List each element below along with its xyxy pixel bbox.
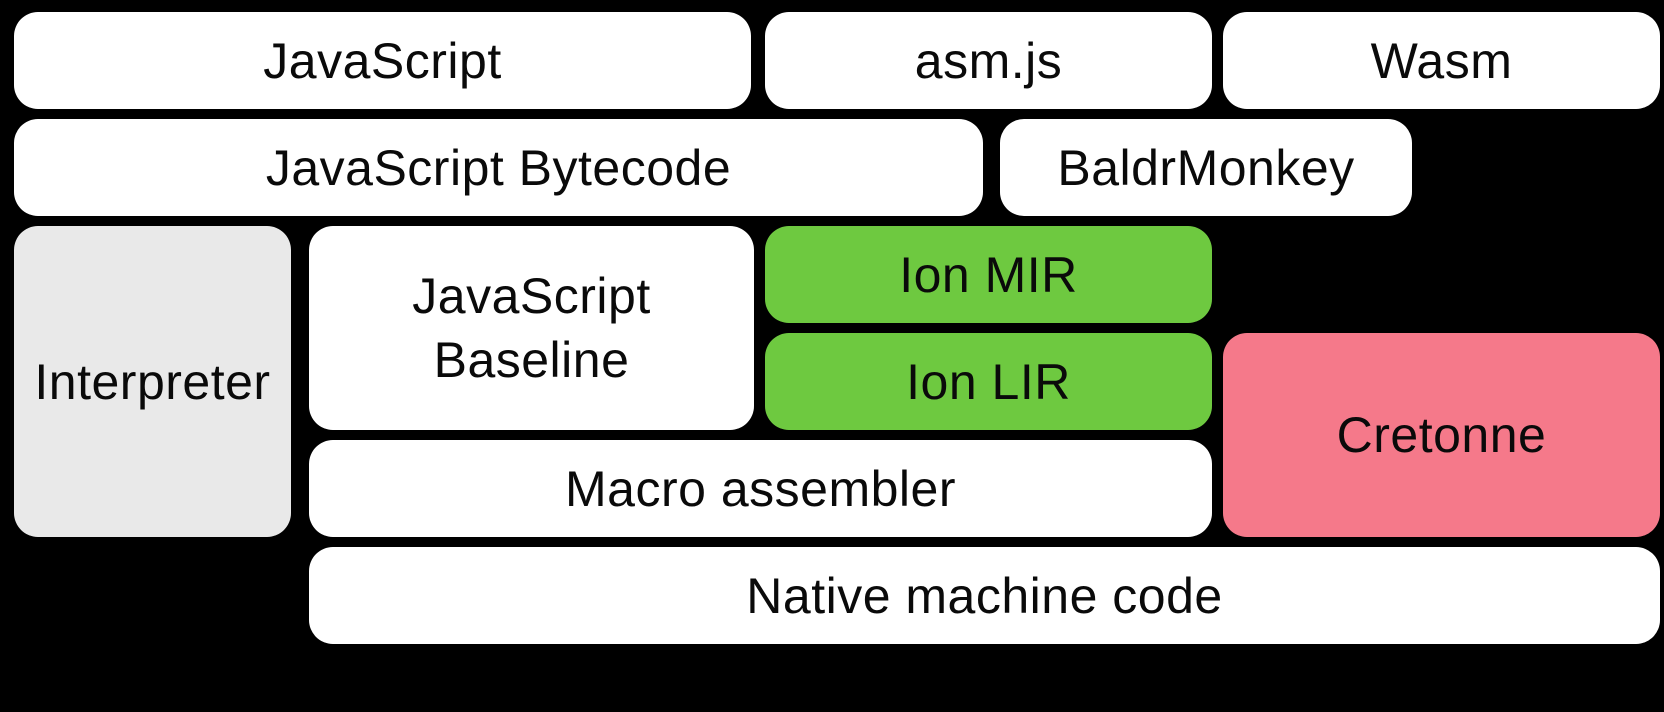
box-label-cretonne: Cretonne bbox=[1336, 407, 1547, 463]
box-label-wasm: Wasm bbox=[1370, 32, 1513, 89]
box-label-asmjs: asm.js bbox=[914, 32, 1063, 89]
box-label-interpreter: Interpreter bbox=[34, 353, 271, 410]
box-ion-lir: Ion LIR bbox=[765, 333, 1212, 430]
box-wasm: Wasm bbox=[1223, 12, 1660, 109]
box-asmjs: asm.js bbox=[765, 12, 1212, 109]
box-label-native-machine-code: Native machine code bbox=[746, 567, 1223, 624]
box-interpreter: Interpreter bbox=[14, 226, 291, 537]
box-native-machine-code: Native machine code bbox=[309, 547, 1660, 644]
box-label-ion-lir: Ion LIR bbox=[906, 353, 1071, 410]
box-baldrmonkey: BaldrMonkey bbox=[1000, 119, 1412, 216]
box-label-macro-assembler: Macro assembler bbox=[565, 460, 956, 517]
box-macro-assembler: Macro assembler bbox=[309, 440, 1212, 537]
box-label-ion-mir: Ion MIR bbox=[899, 246, 1078, 303]
box-label-javascript-baseline: JavaScript Baseline bbox=[412, 268, 651, 388]
box-javascript-baseline: JavaScript Baseline bbox=[309, 226, 754, 430]
box-label-baldrmonkey: BaldrMonkey bbox=[1057, 139, 1355, 196]
box-javascript-bytecode: JavaScript Bytecode bbox=[14, 119, 983, 216]
box-label-javascript-bytecode: JavaScript Bytecode bbox=[265, 139, 732, 196]
box-label-javascript: JavaScript bbox=[263, 32, 502, 89]
box-javascript: JavaScript bbox=[14, 12, 751, 109]
box-ion-mir: Ion MIR bbox=[765, 226, 1212, 323]
box-cretonne: Cretonne bbox=[1223, 333, 1660, 537]
